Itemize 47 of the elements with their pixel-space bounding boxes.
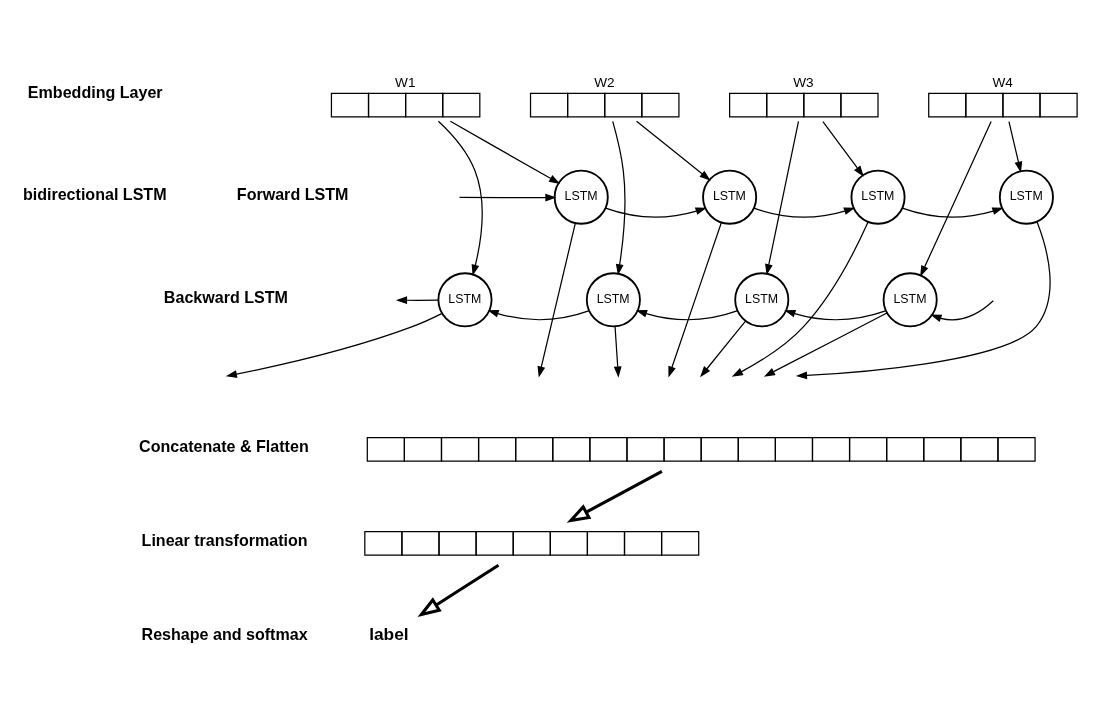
label: bidirectional LSTM [22, 185, 167, 204]
arrow [566, 469, 663, 523]
arrow [437, 120, 483, 276]
node-circle: LSTM [998, 169, 1054, 225]
arrow [395, 296, 439, 305]
arrow [635, 120, 711, 181]
node-circle: LSTM [437, 272, 493, 328]
node-circle: LSTM [553, 169, 609, 225]
arrow [449, 120, 561, 184]
arrow [417, 563, 500, 617]
node-label: W1 [395, 74, 416, 90]
arrow [668, 222, 722, 378]
label: Forward LSTM [236, 185, 349, 204]
node-text: label [369, 624, 409, 645]
node-circle: LSTM [882, 272, 938, 328]
arrow [1008, 120, 1023, 173]
arrow [784, 309, 887, 321]
node-circle: LSTM [702, 169, 758, 225]
arrow [901, 207, 1004, 218]
node-circle: LSTM [850, 169, 906, 225]
arrow [731, 221, 869, 377]
node-circle: LSTM [734, 272, 790, 328]
node-label: W3 [793, 74, 814, 90]
node-label: W4 [992, 74, 1013, 90]
arrow [753, 207, 856, 218]
arrow [763, 312, 888, 377]
arrow [635, 309, 738, 321]
arrow [225, 313, 443, 378]
arrow [765, 120, 800, 276]
label: Concatenate & Flatten [139, 436, 309, 455]
arrow [795, 221, 1051, 380]
arrow [920, 120, 992, 277]
label: Reshape and softmax [141, 624, 308, 643]
arrow [537, 222, 576, 378]
label: Embedding Layer [27, 82, 163, 101]
arrow [613, 325, 622, 378]
arrow [487, 309, 590, 321]
arrow [458, 193, 557, 202]
node-label: W2 [594, 74, 615, 90]
arrow [930, 300, 994, 322]
label: Backward LSTM [163, 287, 288, 306]
arrow [700, 320, 747, 378]
node-circle: LSTM [585, 272, 641, 328]
arrow [822, 120, 864, 177]
arrow [612, 120, 626, 276]
label: Linear transformation [141, 530, 308, 549]
arrow [604, 207, 707, 218]
